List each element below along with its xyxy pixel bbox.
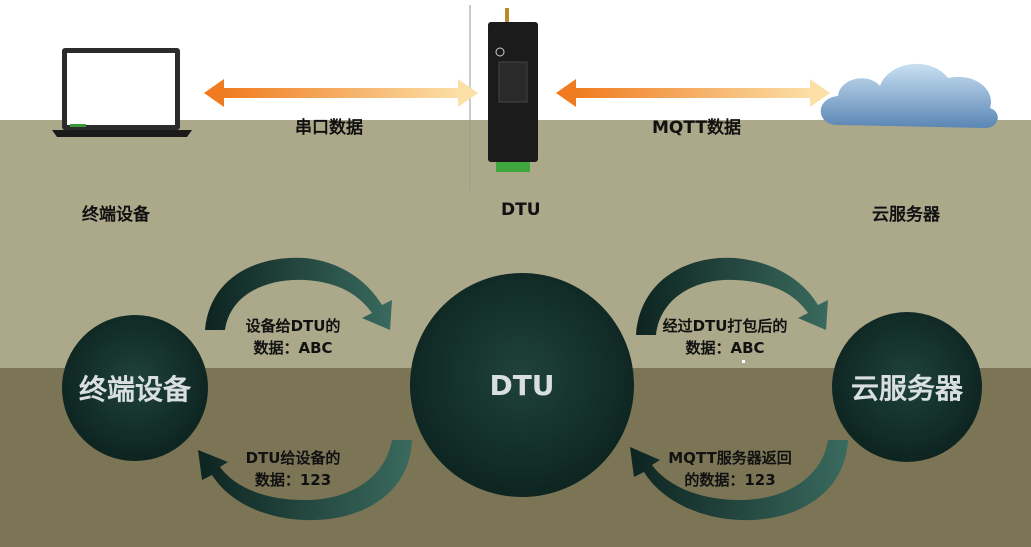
- flow-cloud-to-dtu: MQTT服务器返回 的数据：123: [655, 447, 805, 491]
- cloud-circle-label: 云服务器: [850, 372, 963, 405]
- mqtt-data-label: MQTT数据: [652, 118, 741, 138]
- terminal-device-label: 终端设备: [82, 205, 150, 225]
- cloud-icon: [820, 63, 998, 129]
- curve-arrow-cloud-to-dtu: [630, 440, 848, 521]
- laptop-icon: [52, 48, 192, 137]
- curve-arrow-dtu-to-cloud: [636, 257, 828, 335]
- curve-arrow-terminal-to-dtu: [205, 257, 392, 330]
- flow-line: 数据：ABC: [253, 339, 333, 357]
- dtu-device-label: DTU: [501, 200, 541, 220]
- flow-line: MQTT服务器返回: [668, 449, 792, 467]
- serial-data-label: 串口数据: [295, 118, 363, 138]
- serial-data-arrow: [204, 79, 478, 107]
- flow-terminal-to-dtu: 设备给DTU的 数据：ABC: [228, 315, 358, 359]
- flow-line: DTU给设备的: [245, 449, 341, 467]
- texture-dot: [742, 360, 745, 363]
- dtu-circle: DTU: [410, 273, 634, 497]
- flow-line: 的数据：123: [684, 471, 776, 489]
- flow-line: 数据：123: [254, 471, 332, 489]
- cloud-circle: 云服务器: [832, 312, 982, 462]
- flow-dtu-to-terminal: DTU给设备的 数据：123: [228, 447, 358, 491]
- curve-arrow-dtu-to-terminal: [198, 440, 412, 521]
- dtu-device-icon: [469, 5, 538, 190]
- terminal-circle-label: 终端设备: [78, 373, 191, 406]
- flow-line: 经过DTU打包后的: [662, 317, 788, 335]
- flow-line: 数据：ABC: [685, 339, 765, 357]
- dtu-circle-label: DTU: [489, 368, 555, 402]
- mqtt-data-arrow: [556, 79, 830, 107]
- terminal-circle: 终端设备: [62, 315, 208, 461]
- cloud-server-label: 云服务器: [872, 205, 940, 225]
- flow-dtu-to-cloud: 经过DTU打包后的 数据：ABC: [650, 315, 800, 359]
- flow-line: 设备给DTU的: [245, 317, 341, 335]
